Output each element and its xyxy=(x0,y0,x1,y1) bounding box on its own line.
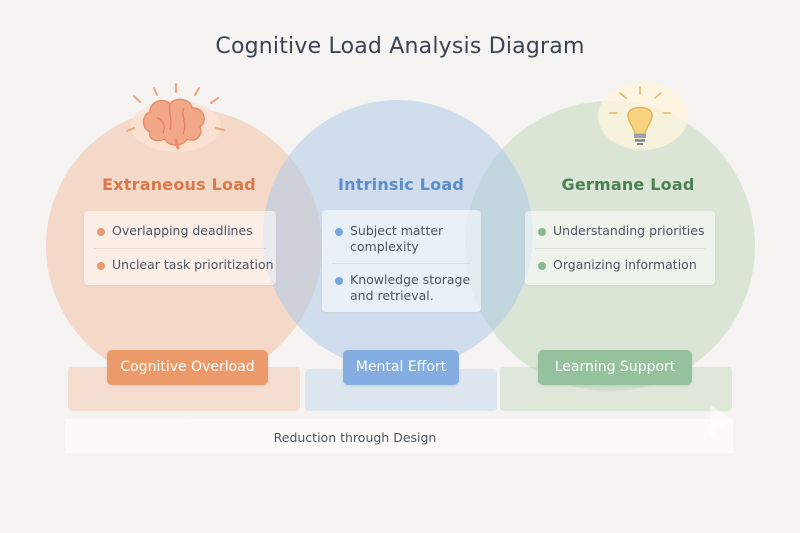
divider xyxy=(94,248,266,249)
list-item-text: Overlapping deadlines xyxy=(112,223,253,238)
learning-support-pill: Learning Support xyxy=(538,350,692,385)
extraneous-card: Overlapping deadlines Unclear task prior… xyxy=(84,211,276,285)
arrow-label: Reduction through Design xyxy=(273,430,437,445)
list-item-text: Understanding priorities xyxy=(553,223,705,238)
page-title: Cognitive Load Analysis Diagram xyxy=(215,34,585,59)
divider xyxy=(332,263,471,264)
bullet-icon xyxy=(97,228,105,236)
bullet-icon xyxy=(97,262,105,270)
list-item-text: Subject matter complexity xyxy=(350,223,444,254)
extraneous-load-label: Extraneous Load xyxy=(102,175,256,194)
lightbulb-icon xyxy=(598,82,688,150)
divider xyxy=(535,248,705,249)
germane-card: Understanding priorities Organizing info… xyxy=(525,211,715,285)
arrow-icon xyxy=(65,405,733,436)
arrow-band xyxy=(65,419,733,453)
intrinsic-card: Subject matter complexity Knowledge stor… xyxy=(322,210,481,312)
brain-icon xyxy=(126,83,225,152)
germane-load-label: Germane Load xyxy=(561,175,695,194)
mental-effort-pill: Mental Effort xyxy=(343,350,459,385)
bullet-icon xyxy=(538,228,546,236)
list-item-text: Organizing information xyxy=(553,257,697,272)
bullet-icon xyxy=(335,277,343,285)
list-item-text: Unclear task prioritization xyxy=(112,257,274,272)
list-item-text: Knowledge storage and retrieval. xyxy=(350,272,471,303)
bullet-icon xyxy=(335,228,343,236)
cognitive-overload-pill: Cognitive Overload xyxy=(107,350,268,385)
bullet-icon xyxy=(538,262,546,270)
intrinsic-load-label: Intrinsic Load xyxy=(337,175,465,194)
